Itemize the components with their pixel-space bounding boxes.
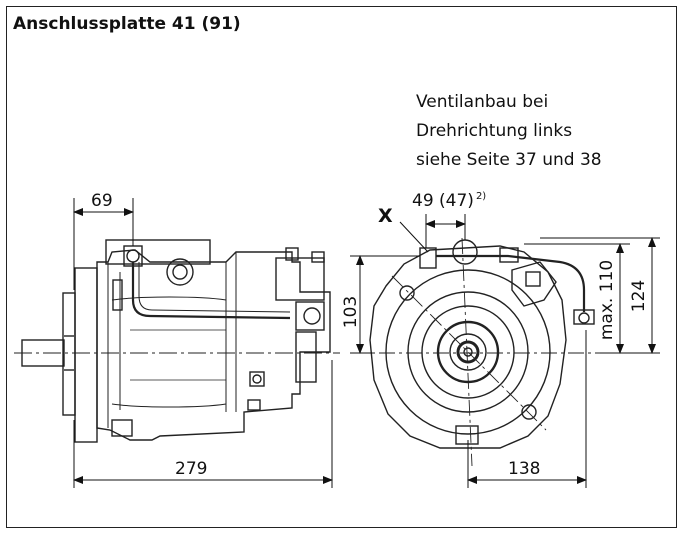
note-line-3: siehe Seite 37 und 38 bbox=[416, 150, 602, 170]
shaft-spline bbox=[456, 340, 480, 364]
dimension-max-110: max. 110 bbox=[597, 260, 617, 340]
dimension-279: 279 bbox=[175, 459, 207, 479]
pump-front-view bbox=[369, 239, 595, 449]
dimension-124: 124 bbox=[629, 280, 649, 312]
control-pipe bbox=[131, 262, 291, 320]
dimension-138: 138 bbox=[508, 459, 540, 479]
drawing-frame bbox=[6, 6, 677, 528]
note-line-1: Ventilanbau bei bbox=[416, 92, 549, 112]
drawing-title: Anschlussplatte 41 (91) bbox=[13, 14, 241, 34]
pump-housing bbox=[96, 249, 331, 441]
port-block bbox=[105, 239, 211, 265]
front-view-dimensions bbox=[350, 214, 660, 488]
port-x-fitting bbox=[419, 247, 437, 269]
front-housing bbox=[369, 245, 567, 449]
port-boss bbox=[452, 239, 478, 265]
bolt-hole-2 bbox=[521, 404, 537, 420]
valve-mounting-note: Ventilanbau bei Drehrichtung links siehe… bbox=[416, 88, 676, 175]
side-view-dimensions bbox=[73, 198, 333, 488]
front-control-pipe bbox=[436, 254, 586, 312]
dimension-49: 49 (47)2) bbox=[412, 191, 486, 211]
dimension-103: 103 bbox=[341, 296, 361, 328]
front-view-centerlines bbox=[352, 237, 600, 467]
bolt-hole-1 bbox=[399, 285, 415, 301]
dimension-49-footnote: 2) bbox=[476, 191, 486, 202]
dimension-49-value: 49 (47) bbox=[412, 191, 474, 211]
flange-circle bbox=[407, 291, 529, 413]
pump-side-view bbox=[21, 239, 331, 443]
port-x-label: X bbox=[378, 205, 393, 227]
front-valve bbox=[511, 261, 557, 307]
control-valve bbox=[275, 257, 325, 301]
dimension-69: 69 bbox=[91, 191, 113, 211]
mounting-flange bbox=[62, 292, 76, 416]
port-x-leader bbox=[399, 221, 429, 253]
port-fitting bbox=[166, 258, 194, 286]
note-line-2: Drehrichtung links bbox=[416, 121, 573, 141]
housing-bore bbox=[385, 269, 551, 435]
